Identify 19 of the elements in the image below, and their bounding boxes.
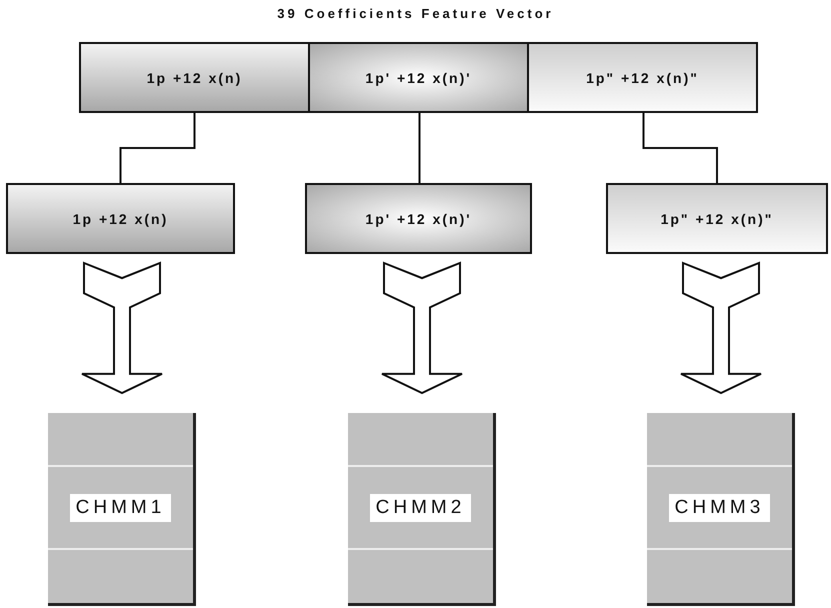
- model-stack: [348, 413, 496, 606]
- model-label: CHMM2: [370, 494, 472, 522]
- feature-box: 1p +12 x(n): [6, 183, 235, 254]
- feature-box: 1p" +12 x(n)": [606, 183, 828, 254]
- feature-box: 1p' +12 x(n)': [305, 183, 532, 254]
- diagram-title: 39 Coefficients Feature Vector: [276, 6, 555, 21]
- model-stack: [48, 413, 196, 606]
- block-arrow: [680, 262, 762, 394]
- connector-line: [418, 113, 420, 183]
- feature-box: 1p" +12 x(n)": [529, 42, 758, 113]
- feature-box: 1p' +12 x(n)': [310, 42, 529, 113]
- connector-line: [120, 113, 196, 183]
- model-stack: [647, 413, 795, 606]
- connector-line: [642, 113, 718, 183]
- model-label: CHMM3: [668, 494, 770, 522]
- block-arrow: [381, 262, 463, 394]
- feature-box: 1p +12 x(n): [79, 42, 310, 113]
- block-arrow: [81, 262, 163, 394]
- model-label: CHMM1: [70, 494, 172, 522]
